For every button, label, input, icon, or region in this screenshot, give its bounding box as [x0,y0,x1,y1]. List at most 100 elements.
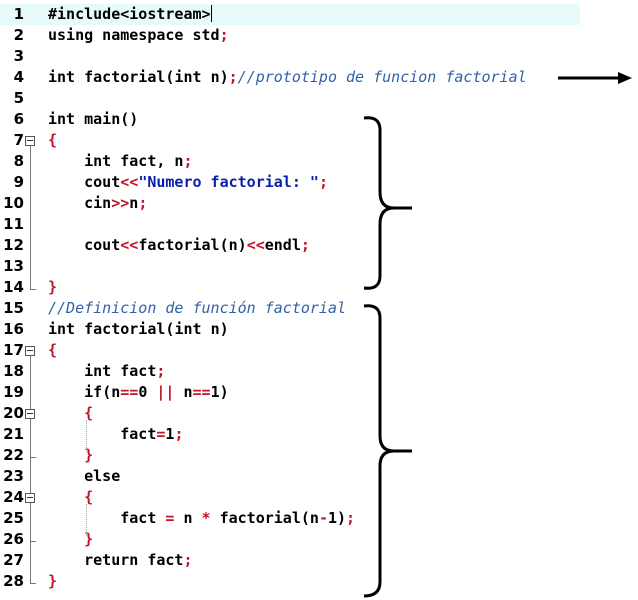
code-line[interactable]: 1#include<iostream> [0,4,580,25]
code-line[interactable]: 15//Definicion de función factorial [0,298,580,319]
line-number: 8 [13,152,24,170]
code-text[interactable]: int factorial(int n) [48,319,229,340]
code-line[interactable]: 23 else [0,466,580,487]
code-text[interactable]: cout<<"Numero factorial: "; [48,172,328,193]
line-number: 7 [13,131,24,149]
code-token: ; [318,173,328,191]
code-text[interactable]: int main() [48,109,138,130]
code-token: factorial( [84,320,175,338]
code-token [48,467,84,485]
code-token: fact [120,362,157,380]
code-line[interactable]: 21 fact=1; [0,424,580,445]
code-line[interactable]: 26 } [0,529,580,550]
code-text[interactable]: int fact, n; [48,151,192,172]
code-line[interactable]: 24 { [0,487,580,508]
line-number: 28 [3,572,24,590]
fold-toggle-icon[interactable] [25,136,35,146]
code-line[interactable]: 3 [0,46,580,67]
line-number: 12 [3,236,24,254]
code-token: cout [48,236,121,254]
code-text[interactable]: { [48,130,57,151]
line-number: 18 [3,362,24,380]
code-text[interactable]: fact = n * factorial(n-1); [48,508,355,529]
code-token: 0 [138,383,157,401]
line-number: 26 [3,530,24,548]
code-line[interactable]: 25 fact = n * factorial(n-1); [0,508,580,529]
code-line[interactable]: 13 [0,256,580,277]
code-line[interactable]: 11 [0,214,580,235]
code-line[interactable]: 19 if(n==0 || n==1) [0,382,580,403]
code-text[interactable]: else [48,466,120,487]
code-line[interactable]: 18 int fact; [0,361,580,382]
fold-toggle-icon[interactable] [25,493,35,503]
right-arrow-icon [558,72,632,84]
fold-toggle-icon[interactable] [25,409,35,419]
code-token: ; [346,509,356,527]
line-number: 27 [3,551,24,569]
code-text[interactable]: { [48,403,93,424]
code-line[interactable]: 28} [0,571,580,592]
code-text[interactable]: { [48,487,93,508]
line-number: 4 [13,68,24,86]
code-token: cout [48,173,121,191]
code-token: ; [138,194,148,212]
fold-end-tick [30,541,36,542]
code-line[interactable]: 17{ [0,340,580,361]
fold-toggle-icon[interactable] [25,346,35,356]
code-line[interactable]: 27 return fact; [0,550,580,571]
code-text[interactable]: cin>>n; [48,193,147,214]
code-token [48,530,84,548]
code-token: || [156,383,175,401]
code-text[interactable]: //Definicion de función factorial [48,298,346,319]
code-line[interactable]: 9 cout<<"Numero factorial: "; [0,172,580,193]
code-line[interactable]: 12 cout<<factorial(n)<<endl; [0,235,580,256]
code-token: return [84,551,148,569]
line-number: 20 [3,404,24,422]
code-text[interactable]: using namespace std; [48,25,229,46]
code-token: << [120,173,139,191]
code-text[interactable]: return fact; [48,550,193,571]
code-token: << [120,236,139,254]
code-token: ; [228,68,238,86]
code-text[interactable]: int factorial(int n);//prototipo de func… [48,67,527,88]
code-text[interactable]: fact=1; [48,424,183,445]
line-number: 13 [3,257,24,275]
code-line[interactable]: 10 cin>>n; [0,193,580,214]
code-token: int [48,68,85,86]
code-line[interactable]: 5 [0,88,580,109]
code-text[interactable]: #include<iostream> [48,4,212,25]
code-token: fact [48,509,166,527]
code-token: if [84,383,103,401]
line-number: 11 [3,215,24,233]
code-text[interactable]: } [48,529,93,550]
line-number: 25 [3,509,24,527]
code-text[interactable]: { [48,340,57,361]
code-token: factorial(n [210,509,319,527]
code-token: = [156,425,166,443]
line-number: 3 [13,47,24,65]
code-line[interactable]: 4 int factorial(int n);//prototipo de fun… [0,67,580,88]
code-line[interactable]: 22 } [0,445,580,466]
code-token: n) [210,68,229,86]
code-text[interactable]: if(n==0 || n==1) [48,382,229,403]
code-token: ; [183,551,193,569]
code-line[interactable]: 14} [0,277,580,298]
line-number: 21 [3,425,24,443]
line-number: 24 [3,488,24,506]
code-token: int [48,110,85,128]
code-text[interactable]: } [48,445,93,466]
code-line[interactable]: 7{ [0,130,580,151]
code-text[interactable]: } [48,277,57,298]
code-line[interactable]: 20 { [0,403,580,424]
code-line[interactable]: 8 int fact, n; [0,151,580,172]
code-text[interactable]: int fact; [48,361,165,382]
code-token: endl [264,236,301,254]
code-text[interactable]: cout<<factorial(n)<<endl; [48,235,310,256]
code-token: } [48,278,58,296]
code-text[interactable]: } [48,571,57,592]
fold-range-line [30,146,31,289]
